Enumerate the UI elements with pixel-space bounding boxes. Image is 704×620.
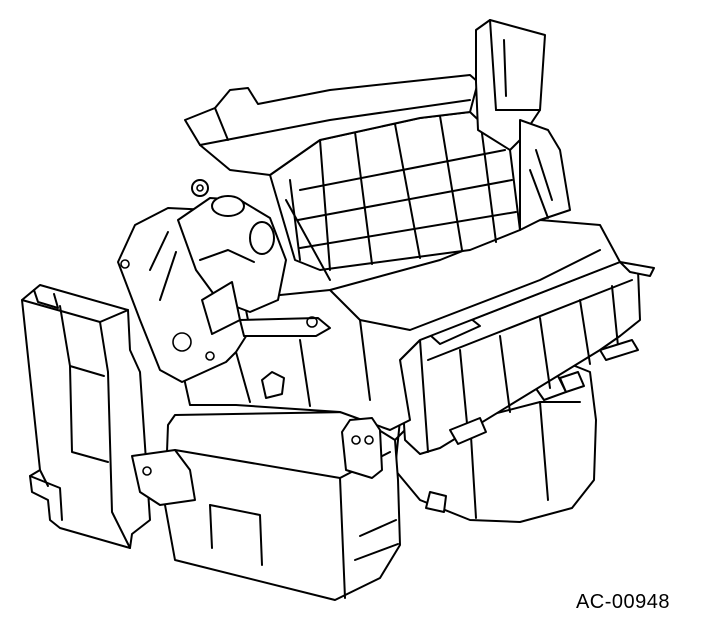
top-duct-frame bbox=[185, 20, 570, 230]
servo-motor bbox=[178, 180, 330, 336]
lower-case bbox=[132, 412, 430, 600]
misc-tabs bbox=[262, 372, 584, 512]
evaporator-case bbox=[180, 220, 620, 430]
blower-cage bbox=[270, 112, 520, 280]
figure-code-label: AC-00948 bbox=[575, 591, 670, 613]
mounting-bracket bbox=[342, 418, 382, 478]
filter-tray bbox=[400, 262, 654, 454]
left-side-duct bbox=[22, 285, 150, 548]
